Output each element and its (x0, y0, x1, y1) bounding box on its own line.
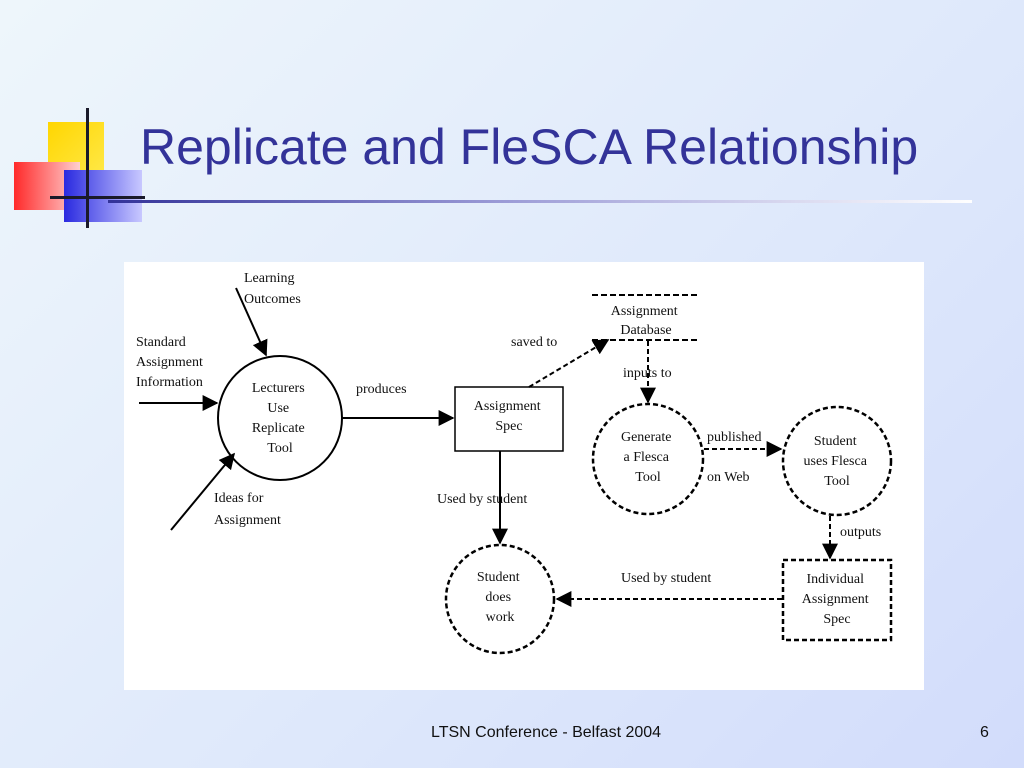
student-work-label: Student does work (477, 570, 523, 625)
slide-title: Replicate and FleSCA Relationship (140, 119, 919, 175)
individual-spec-box (781, 558, 893, 642)
logo-horizontal-line (50, 196, 145, 199)
learning-outcomes-label: Learning Outcomes (244, 271, 301, 307)
individual-spec-label: Individual Assignment Spec (802, 572, 872, 627)
title-underline (108, 200, 972, 203)
lecturers-label: Lecturers Use Replicate Tool (252, 381, 308, 456)
lecturers-process-circle (217, 355, 343, 481)
student-work-process-circle (444, 543, 556, 655)
standard-info-label: Standard Assignment Information (136, 335, 206, 390)
ideas-label: Ideas for Assignment (214, 491, 281, 528)
page-number: 6 (980, 724, 989, 741)
used-by-student-label-1: Used by student (437, 492, 527, 507)
used-by-student-label-2: Used by student (621, 571, 711, 586)
outputs-label: outputs (840, 525, 881, 540)
ideas-arrow (170, 452, 236, 531)
assignment-spec-label: Assignment Spec (474, 399, 544, 434)
saved-to-label: saved to (511, 335, 557, 350)
student-uses-label: Student uses Flesca Tool (804, 434, 871, 489)
diagram-panel: Lecturers Use Replicate Tool Generate a … (124, 262, 924, 690)
slide-logo-decoration (0, 0, 150, 240)
generate-process-circle (591, 402, 705, 516)
produces-label: produces (356, 382, 407, 397)
datastore-label: Assignment Database (611, 304, 681, 338)
learning-outcomes-arrow (235, 287, 268, 357)
slide-footer: LTSN Conference - Belfast 2004 (431, 724, 662, 741)
published-label: published (707, 430, 761, 445)
data-flow-diagram: Lecturers Use Replicate Tool Generate a … (136, 271, 893, 655)
student-uses-process-circle (781, 405, 893, 517)
generate-label: Generate a Flesca Tool (621, 430, 675, 485)
inputs-to-label: inputs to (623, 366, 672, 381)
saved-to-arrow (528, 339, 610, 388)
on-web-label: on Web (707, 470, 750, 485)
assignment-spec-box (454, 386, 564, 452)
logo-vertical-line (86, 108, 89, 228)
